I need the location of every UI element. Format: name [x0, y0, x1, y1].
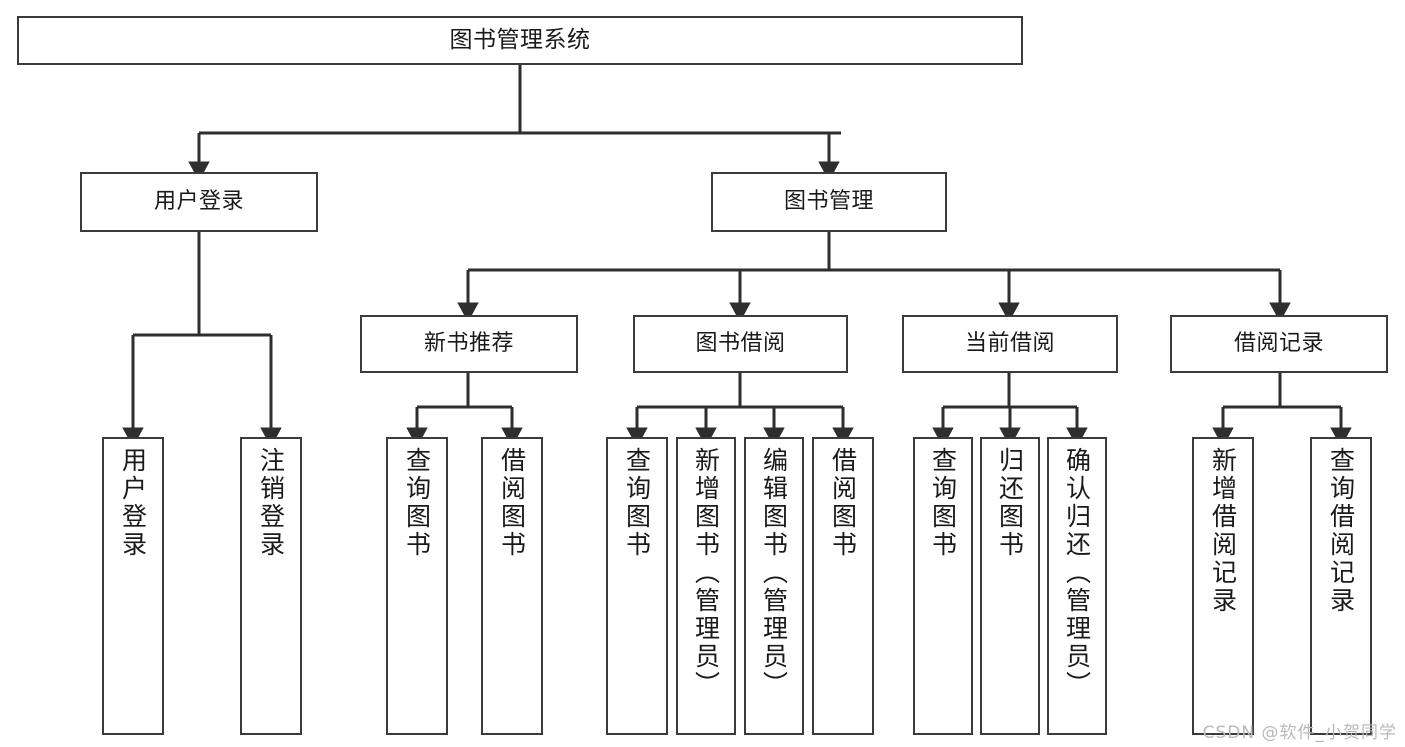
- node-book-management-system[interactable]: 图书管理系统: [17, 16, 1023, 65]
- node-label: 当前借阅: [964, 331, 1055, 357]
- leaf-user-logout[interactable]: 注销登录: [240, 437, 302, 735]
- node-new-book-recommendation[interactable]: 新书推荐: [360, 315, 578, 373]
- leaf-borrowing-edit-book-admin[interactable]: 编辑图书（管理员）: [744, 437, 804, 735]
- leaf-borrowing-add-book-admin[interactable]: 新增图书（管理员）: [676, 437, 736, 735]
- watermark-text: CSDN @软件_小贺同学: [1202, 723, 1397, 743]
- node-label: 用户登录: [153, 189, 244, 215]
- node-label: 查询图书: [622, 447, 652, 559]
- node-label: 用户登录: [118, 447, 148, 559]
- node-label: 查询图书: [928, 447, 958, 559]
- node-label: 图书借阅: [695, 331, 786, 357]
- node-label: 借阅图书: [497, 447, 527, 559]
- node-label: 归还图书: [995, 447, 1025, 559]
- node-label: 新增借阅记录: [1208, 447, 1238, 615]
- leaf-record-query-borrow-record[interactable]: 查询借阅记录: [1310, 437, 1372, 735]
- leaf-borrowing-borrow-book[interactable]: 借阅图书: [812, 437, 874, 735]
- leaf-recommendation-query-book[interactable]: 查询图书: [386, 437, 448, 735]
- node-label: 借阅图书: [828, 447, 858, 559]
- node-label: 注销登录: [256, 447, 286, 559]
- node-label: 查询借阅记录: [1326, 447, 1356, 615]
- leaf-current-query-book[interactable]: 查询图书: [913, 437, 973, 735]
- node-label: 编辑图书（管理员）: [759, 447, 789, 699]
- node-label: 确认归还（管理员）: [1062, 447, 1092, 699]
- node-label: 图书管理: [783, 189, 874, 215]
- leaf-record-add-borrow-record[interactable]: 新增借阅记录: [1192, 437, 1254, 735]
- node-label: 新书推荐: [423, 331, 514, 357]
- node-current-borrowing[interactable]: 当前借阅: [902, 315, 1118, 373]
- leaf-user-login[interactable]: 用户登录: [102, 437, 164, 735]
- node-book-management[interactable]: 图书管理: [711, 172, 947, 232]
- node-label: 图书管理系统: [449, 27, 591, 54]
- node-user-login[interactable]: 用户登录: [80, 172, 318, 232]
- leaf-current-confirm-return-admin[interactable]: 确认归还（管理员）: [1047, 437, 1107, 735]
- node-book-borrowing[interactable]: 图书借阅: [633, 315, 848, 373]
- leaf-recommendation-borrow-book[interactable]: 借阅图书: [481, 437, 543, 735]
- leaf-current-return-book[interactable]: 归还图书: [980, 437, 1040, 735]
- node-label: 新增图书（管理员）: [691, 447, 721, 699]
- leaf-borrowing-query-book[interactable]: 查询图书: [606, 437, 668, 735]
- node-label: 借阅记录: [1233, 331, 1324, 357]
- node-borrowing-record[interactable]: 借阅记录: [1170, 315, 1388, 373]
- node-label: 查询图书: [402, 447, 432, 559]
